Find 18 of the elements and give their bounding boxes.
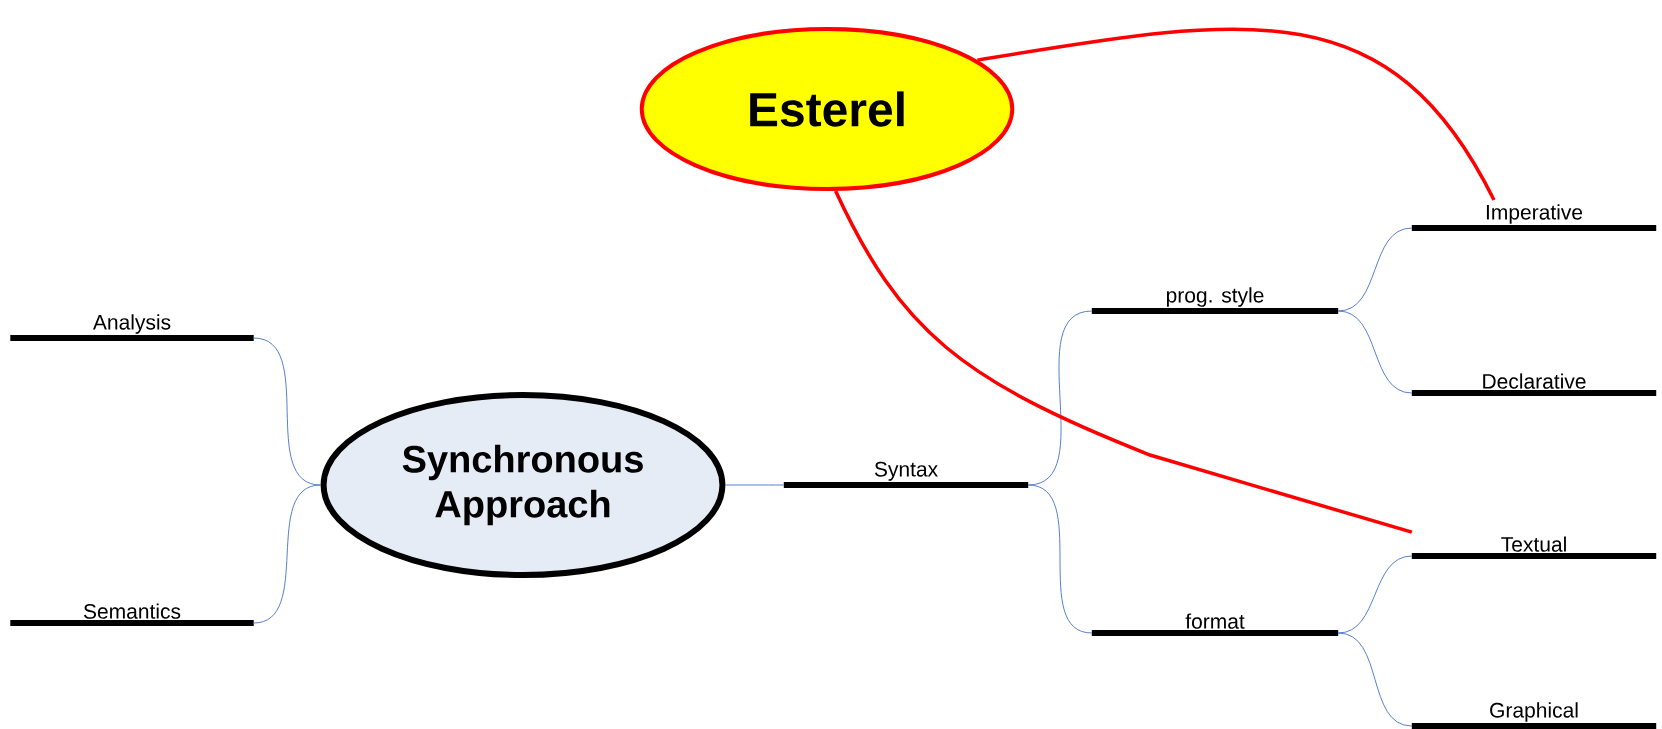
topic-bar: Syntax [783,461,1029,488]
topic-bar: Graphical [1411,702,1657,729]
connector [1337,632,1413,727]
topic-bar: Semantics [10,603,254,626]
connector [253,484,322,624]
topic-bar: Analysis [10,314,254,341]
topic-bar: format [1091,613,1339,636]
connector [1337,310,1413,394]
connector [977,27,1496,201]
connector [834,190,1413,534]
connector [1027,484,1093,634]
connector [724,484,785,486]
topic-bar: Imperative [1411,204,1657,231]
connector [1027,310,1093,486]
topic-bar: Textual [1411,536,1657,559]
topic-bar: Declarative [1411,373,1657,396]
topic-bar: prog. style [1091,287,1339,314]
connector [1337,227,1413,312]
